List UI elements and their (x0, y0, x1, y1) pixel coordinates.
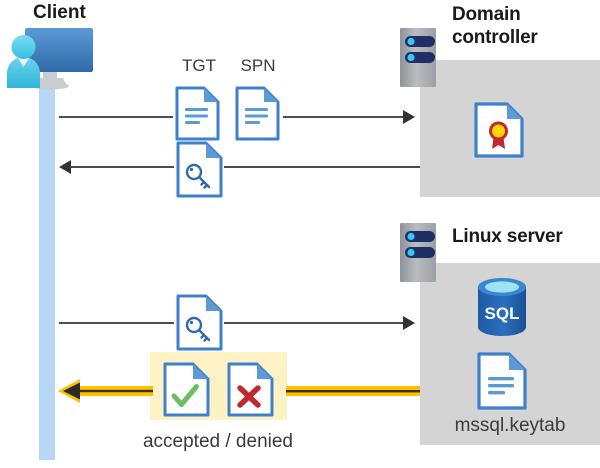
message-3-line-right (224, 322, 403, 324)
auth-result-caption: accepted / denied (142, 431, 293, 452)
document-check-icon (163, 362, 210, 417)
message-1-arrowhead (403, 110, 415, 124)
spn-document-lines-icon (235, 86, 280, 141)
message-1-line-left (59, 116, 173, 118)
user-computer-icon (5, 26, 95, 94)
client-label: Client (33, 2, 86, 23)
message-2-arrowhead (59, 160, 71, 174)
message-2-line-right (224, 166, 420, 168)
keytab-document-lines-icon (477, 352, 527, 410)
document-x-icon (227, 362, 274, 417)
message-3-line-left (59, 322, 174, 324)
tgt-label: TGT (182, 56, 216, 75)
domain-controller-label: Domain controller (452, 4, 538, 48)
client-lifeline (39, 85, 55, 460)
service-ticket-key-document-icon (176, 141, 223, 198)
linux-server-server-tower-icon (397, 222, 443, 284)
auth-result-arrow-left-segment (58, 377, 153, 405)
tgt-document-lines-icon (175, 86, 220, 141)
message-3-arrowhead (403, 316, 415, 330)
auth-result-arrow-right-segment (286, 386, 420, 396)
certificate-document-icon (474, 102, 526, 158)
linux-server-label: Linux server (452, 226, 563, 247)
keytab-filename-label: mssql.keytab (454, 415, 566, 436)
sql-database-icon: SQL (474, 277, 530, 337)
presented-ticket-key-document-icon (176, 294, 223, 351)
svg-text:SQL: SQL (485, 304, 520, 323)
message-1-line-right (283, 116, 403, 118)
message-2-line-left (71, 166, 174, 168)
spn-label: SPN (240, 56, 276, 75)
domain-controller-server-tower-icon (397, 27, 443, 89)
